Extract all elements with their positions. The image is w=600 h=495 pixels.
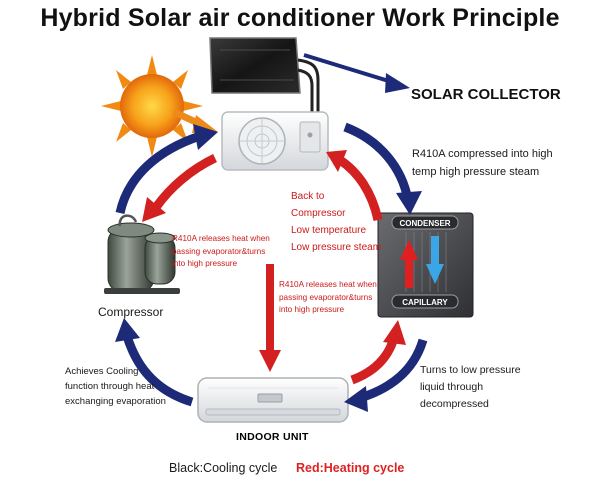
low-pressure-line-3: decompressed	[420, 398, 489, 410]
compressor-label: Compressor	[98, 305, 164, 319]
evap-left-line-1: R410A releases heat when	[172, 234, 270, 243]
heating-arrow-center-down	[259, 264, 281, 372]
cooling-function-label: Achieves Cooling function through heat e…	[65, 364, 166, 409]
capillary-label: CAPILLARY	[402, 298, 448, 307]
evap-mid-line-2: passing evaporator&turns	[279, 292, 373, 302]
back-to-compressor-label: Back to Compressor Low temperature Low p…	[291, 188, 381, 256]
cooling-arrow-upper-right	[343, 122, 422, 215]
cooling-line-2: function through heat	[65, 381, 155, 392]
page-title: Hybrid Solar air conditioner Work Princi…	[40, 4, 560, 32]
legend-cooling-cycle: Black:Cooling cycle	[169, 461, 278, 475]
back-line-1: Back to	[291, 191, 325, 202]
evap-left-line-2: passing evaporator&turns	[172, 246, 266, 256]
compressor-icon	[104, 214, 180, 294]
back-line-4: Low pressure steam	[291, 242, 382, 253]
solar-collector-pointer	[303, 53, 410, 93]
evaporator-heat-mid-label: R410A releases heat when passing evapora…	[279, 279, 389, 317]
solar-panel	[209, 37, 320, 112]
legend-heating-cycle: Red:Heating cycle	[296, 461, 405, 475]
indoor-unit-label: INDOOR UNIT	[236, 431, 309, 443]
evap-left-line-3: into high pressure	[172, 259, 238, 268]
outdoor-unit	[221, 111, 329, 171]
condenser-box	[377, 212, 474, 318]
cooling-line-1: Achieves Cooling	[65, 366, 139, 377]
back-line-3: Low temperature	[291, 225, 367, 236]
condenser-label: CONDENSER	[399, 219, 450, 228]
evap-mid-line-1: R410A releases heat when	[279, 280, 377, 289]
r410a-high-line-1: R410A compressed into high	[412, 148, 553, 160]
low-pressure-label: Turns to low pressure liquid through dec…	[420, 362, 521, 413]
cooling-arrow-upper-left	[115, 124, 218, 215]
cooling-arrow-lower-right	[344, 338, 428, 412]
low-pressure-line-2: liquid through	[420, 381, 484, 393]
r410a-high-pressure-label: R410A compressed into high temp high pre…	[412, 145, 592, 181]
back-line-2: Compressor	[291, 208, 346, 219]
indoor-unit	[197, 377, 349, 423]
heating-arrow-lower-right	[350, 320, 406, 385]
evap-mid-line-3: into high pressure	[279, 305, 345, 314]
solar-collector-label: SOLAR COLLECTOR	[411, 86, 561, 103]
heating-arrow-upper-right	[326, 150, 383, 222]
r410a-high-line-2: temp high pressure steam	[412, 166, 540, 178]
evaporator-heat-left-label: R410A releases heat when passing evapora…	[172, 233, 302, 271]
low-pressure-line-1: Turns to low pressure	[420, 364, 521, 376]
cooling-line-3: exchanging evaporation	[65, 396, 166, 407]
heating-arrow-upper-left	[142, 153, 217, 222]
cooling-arrow-lower-left	[115, 318, 194, 407]
sun-icon	[101, 55, 203, 157]
